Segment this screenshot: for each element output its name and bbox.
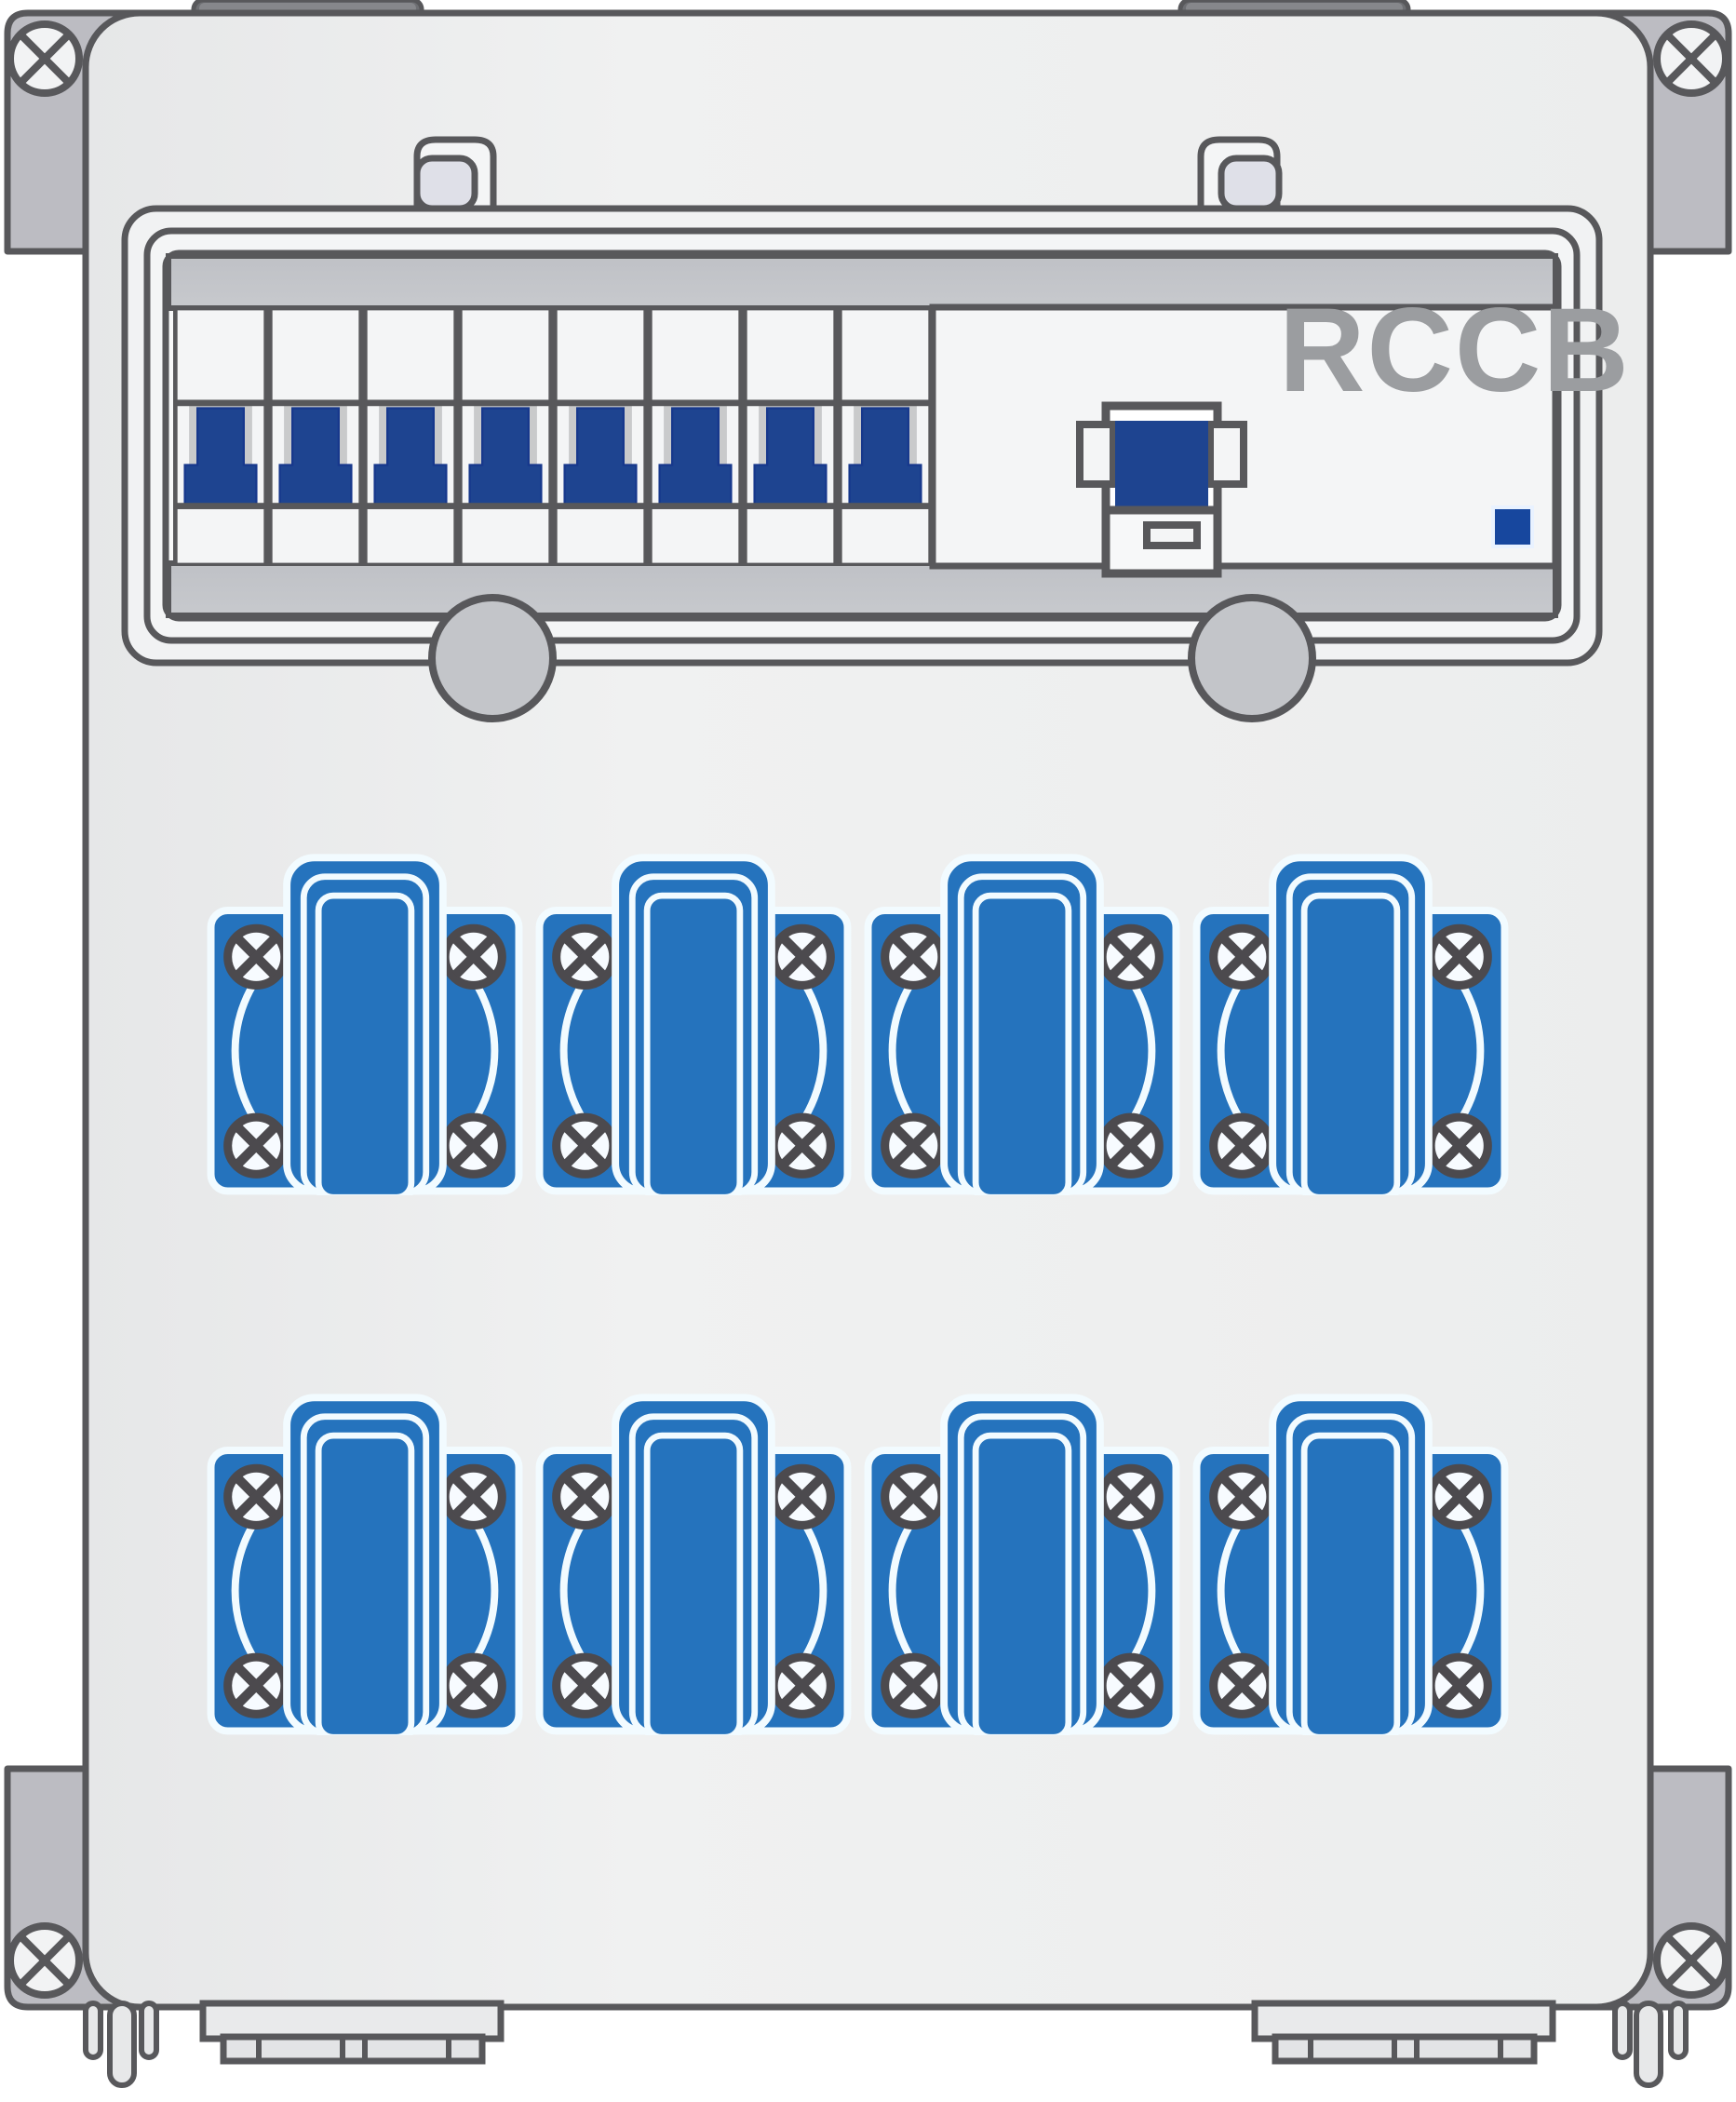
- bottom-vent-left: [203, 2003, 501, 2061]
- mcb-5[interactable]: [554, 307, 646, 566]
- socket-outlet-2[interactable]: [540, 857, 848, 1197]
- socket-outlet-1[interactable]: [211, 857, 519, 1197]
- socket-outlet-3[interactable]: [868, 857, 1177, 1197]
- screw-bottom-right[interactable]: [1657, 1926, 1726, 1995]
- mcb-1[interactable]: [174, 307, 266, 566]
- breaker-panel[interactable]: RCCB: [125, 140, 1631, 719]
- mcb-3[interactable]: [364, 307, 456, 566]
- rccb-indicator-led: [1493, 507, 1532, 546]
- panel-mount-hole-left[interactable]: [432, 598, 553, 719]
- mcb-4[interactable]: [459, 307, 551, 566]
- rccb-test-slot[interactable]: [1147, 525, 1197, 546]
- socket-outlet-7[interactable]: [868, 1397, 1177, 1737]
- screw-top-right[interactable]: [1657, 24, 1726, 93]
- bottom-vent-right: [1255, 2003, 1553, 2061]
- mcb-6[interactable]: [649, 307, 741, 566]
- panel-tab-right: [1201, 140, 1279, 214]
- screw-top-left[interactable]: [10, 24, 79, 93]
- mcb-7[interactable]: [744, 307, 836, 566]
- din-rail-bottom: [168, 563, 1555, 615]
- mcb-2[interactable]: [269, 307, 361, 566]
- socket-outlet-4[interactable]: [1197, 857, 1505, 1197]
- screw-bottom-left[interactable]: [10, 1926, 79, 1995]
- socket-outlet-8[interactable]: [1197, 1397, 1505, 1737]
- rccb-module[interactable]: RCCB: [933, 284, 1631, 573]
- panel-tab-left: [417, 140, 493, 214]
- mcb-8[interactable]: [839, 307, 931, 566]
- socket-outlet-5[interactable]: [211, 1397, 519, 1737]
- socket-outlet-6[interactable]: [540, 1397, 848, 1737]
- panel-mount-hole-right[interactable]: [1191, 598, 1312, 719]
- rccb-label: RCCB: [1279, 284, 1631, 417]
